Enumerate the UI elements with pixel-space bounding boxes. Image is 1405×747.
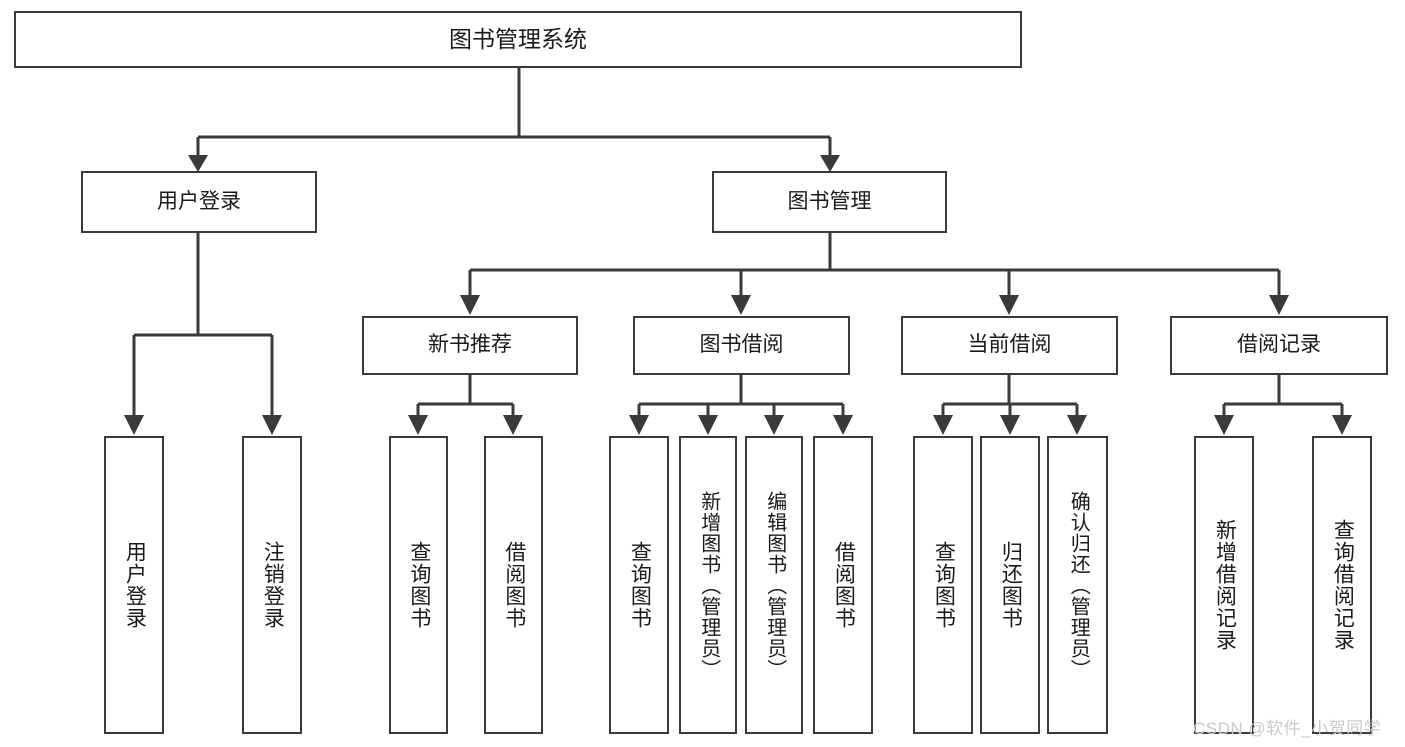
node-leaf-query-record[interactable]: 查询借阅记录 <box>1312 436 1372 734</box>
node-leaf-borrow-book-1[interactable]: 借阅图书 <box>484 436 543 734</box>
node-current-borrow[interactable]: 当前借阅 <box>901 316 1118 375</box>
node-leaf-user-login-label: 用户登录 <box>123 541 147 629</box>
node-book-manage[interactable]: 图书管理 <box>712 171 947 233</box>
node-leaf-query-book-2[interactable]: 查询图书 <box>609 436 669 734</box>
node-leaf-return-book-label: 归还图书 <box>999 541 1023 629</box>
node-leaf-query-book-3[interactable]: 查询图书 <box>913 436 973 734</box>
node-leaf-edit-book-label: 编辑图书（管理员） <box>763 490 786 680</box>
node-leaf-borrow-book-2[interactable]: 借阅图书 <box>813 436 873 734</box>
node-leaf-add-book-label: 新增图书（管理员） <box>697 490 720 680</box>
node-leaf-confirm-return-label: 确认归还（管理员） <box>1067 490 1090 680</box>
node-leaf-edit-book[interactable]: 编辑图书（管理员） <box>745 436 803 734</box>
node-leaf-confirm-return[interactable]: 确认归还（管理员） <box>1047 436 1108 734</box>
node-borrow-record-label: 借阅记录 <box>1237 333 1321 357</box>
node-leaf-add-record[interactable]: 新增借阅记录 <box>1194 436 1254 734</box>
node-leaf-user-logout-label: 注销登录 <box>261 541 285 629</box>
node-book-borrow[interactable]: 图书借阅 <box>633 316 850 375</box>
node-leaf-borrow-book-2-label: 借阅图书 <box>832 541 856 629</box>
node-new-book-recommend[interactable]: 新书推荐 <box>362 316 578 375</box>
node-current-borrow-label: 当前借阅 <box>967 333 1052 357</box>
node-user-login-label: 用户登录 <box>157 189 241 213</box>
node-leaf-query-record-label: 查询借阅记录 <box>1331 519 1355 651</box>
node-leaf-user-login[interactable]: 用户登录 <box>104 436 164 734</box>
node-borrow-record[interactable]: 借阅记录 <box>1170 316 1388 375</box>
node-leaf-add-record-label: 新增借阅记录 <box>1213 519 1237 651</box>
node-book-manage-label: 图书管理 <box>787 189 872 213</box>
node-leaf-query-book-1-label: 查询图书 <box>407 541 431 629</box>
node-leaf-return-book[interactable]: 归还图书 <box>980 436 1040 734</box>
node-leaf-user-logout[interactable]: 注销登录 <box>242 436 302 734</box>
node-leaf-borrow-book-1-label: 借阅图书 <box>502 541 526 629</box>
node-book-borrow-label: 图书借阅 <box>699 333 784 357</box>
node-user-login[interactable]: 用户登录 <box>81 171 317 233</box>
node-root-label: 图书管理系统 <box>449 25 587 52</box>
node-leaf-query-book-1[interactable]: 查询图书 <box>389 436 448 734</box>
node-leaf-query-book-2-label: 查询图书 <box>628 541 652 629</box>
node-leaf-add-book[interactable]: 新增图书（管理员） <box>679 436 737 734</box>
node-leaf-query-book-3-label: 查询图书 <box>932 541 956 629</box>
node-new-book-recommend-label: 新书推荐 <box>428 333 512 357</box>
node-root[interactable]: 图书管理系统 <box>14 11 1022 68</box>
